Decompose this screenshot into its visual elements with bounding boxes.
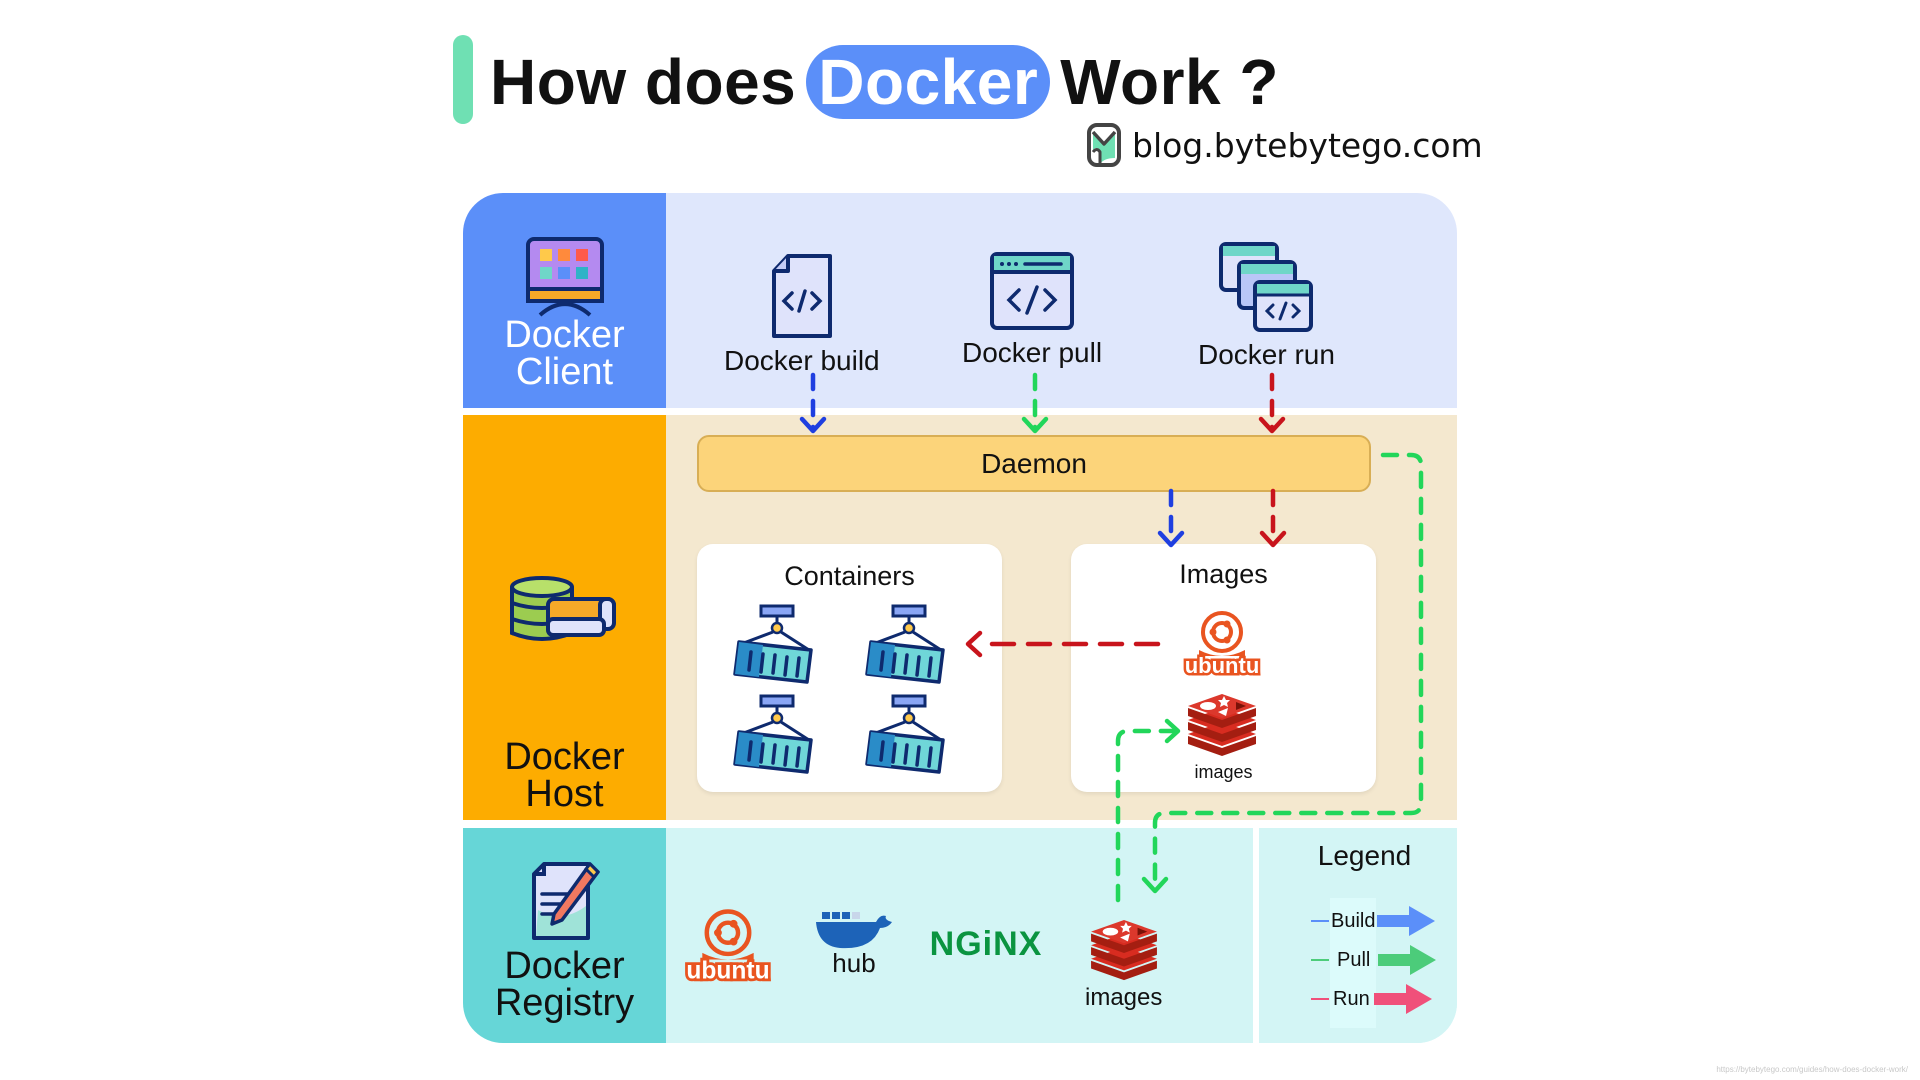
docker-client-commands: Docker build Docker pull: [666, 193, 1457, 408]
docker-registry-row: Docker Registry ubuntu: [463, 828, 1457, 1043]
docker-host-label: Docker Host: [504, 736, 625, 815]
legend-item-pull: Pull: [1311, 945, 1437, 975]
docker-pull-label: Docker pull: [962, 337, 1103, 368]
legend-run-line: [1311, 998, 1329, 1000]
document-pen-icon: [528, 858, 602, 944]
registry-nginx[interactable]: NGiNX: [930, 925, 1042, 963]
registry-ubuntu[interactable]: ubuntu: [680, 906, 776, 987]
svg-text:ubuntu: ubuntu: [686, 957, 769, 984]
hub-label: hub: [832, 948, 876, 978]
docker-host-row: Docker Host Daemon Containers: [463, 415, 1457, 820]
legend-pull-arrow-icon: [1378, 945, 1437, 975]
container-icon: [733, 604, 813, 684]
legend-build-label: Build: [1331, 909, 1376, 932]
bytebytego-logo-icon: [1086, 122, 1122, 168]
redis-registry-label: images: [1085, 984, 1163, 1011]
docker-registry-panel: Docker Registry: [463, 828, 666, 1043]
docker-whale-icon: [814, 910, 894, 950]
legend-run-label: Run: [1333, 987, 1370, 1010]
title-highlight: Docker: [806, 45, 1051, 119]
container-icon: [865, 694, 945, 774]
label-line-2: Registry: [494, 982, 635, 1024]
legend-build-line: [1311, 920, 1329, 922]
docker-diagram: Docker Client Docker build: [463, 193, 1457, 1043]
row-divider: [463, 820, 1457, 828]
docker-host-panel: Docker Host: [463, 415, 666, 820]
brand: blog.bytebytego.com: [1086, 120, 1483, 170]
docker-client-panel: Docker Client: [463, 193, 666, 408]
database-server-icon: [508, 575, 622, 645]
images-title: Images: [1179, 559, 1268, 589]
label-line-1: Docker: [504, 736, 625, 778]
docker-registry-label: Docker Registry: [494, 945, 635, 1024]
containers-card: Containers: [697, 544, 1002, 792]
docker-build-label: Docker build: [724, 345, 880, 376]
page-title: How does Docker Work ?: [490, 40, 1279, 124]
code-file-icon: [770, 253, 834, 339]
label-line-1: Docker: [504, 314, 625, 356]
docker-run-label: Docker run: [1198, 339, 1335, 370]
docker-host-area: Daemon Containers: [666, 415, 1457, 820]
redis-image-label: images: [1194, 762, 1253, 782]
docker-build-command[interactable]: Docker build: [724, 253, 880, 377]
svg-text:ubuntu: ubuntu: [1185, 653, 1260, 678]
legend-pull-line: [1311, 959, 1329, 961]
daemon-label: Daemon: [981, 447, 1087, 479]
svg-text:NGiNX: NGiNX: [930, 925, 1043, 963]
ubuntu-logo-icon[interactable]: ubuntu: [1179, 610, 1265, 681]
docker-client-row: Docker Client Docker build: [463, 193, 1457, 408]
docker-run-command[interactable]: Docker run: [1198, 241, 1335, 371]
redis-logo-icon: [1086, 920, 1162, 982]
registry-redis-images[interactable]: images: [1085, 920, 1162, 1012]
legend-highlight-column: [1330, 898, 1376, 1028]
code-window-icon: [989, 251, 1075, 331]
label-line-2: Client: [515, 351, 614, 393]
title-after: Work ?: [1060, 46, 1279, 118]
source-url: https://bytebytego.com/guides/how-does-d…: [1716, 1065, 1908, 1074]
stacked-code-windows-icon: [1218, 241, 1314, 333]
title-before: How does: [490, 46, 797, 118]
label-line-1: Docker: [504, 945, 625, 987]
legend-item-run: Run: [1311, 984, 1432, 1014]
docker-pull-command[interactable]: Docker pull: [962, 251, 1102, 369]
legend-pull-label: Pull: [1337, 948, 1371, 971]
ubuntu-logo-icon: ubuntu: [680, 906, 776, 987]
nginx-logo-icon: NGiNX: [930, 925, 1042, 963]
docker-client-label: Docker Client: [504, 314, 625, 393]
legend: Legend Build Pull Run: [1253, 828, 1457, 1043]
redis-logo-icon[interactable]: [1184, 694, 1260, 758]
monitor-app-grid-icon: [524, 237, 606, 317]
container-icon: [865, 604, 945, 684]
container-icon: [733, 694, 813, 774]
legend-run-arrow-icon: [1373, 984, 1432, 1014]
containers-title: Containers: [784, 561, 915, 591]
legend-item-build: Build: [1311, 906, 1436, 936]
daemon-box[interactable]: Daemon: [697, 435, 1371, 492]
registry-docker-hub[interactable]: hub: [814, 910, 894, 979]
row-divider: [463, 408, 1457, 415]
container-grid: [733, 604, 973, 774]
legend-build-arrow-icon: [1377, 906, 1436, 936]
label-line-2: Host: [525, 773, 604, 815]
title-accent-bar: [453, 35, 473, 124]
images-card: Images ubuntu: [1071, 544, 1376, 792]
legend-title: Legend: [1317, 840, 1412, 871]
column-divider: [666, 193, 669, 1043]
brand-url: blog.bytebytego.com: [1132, 125, 1483, 165]
